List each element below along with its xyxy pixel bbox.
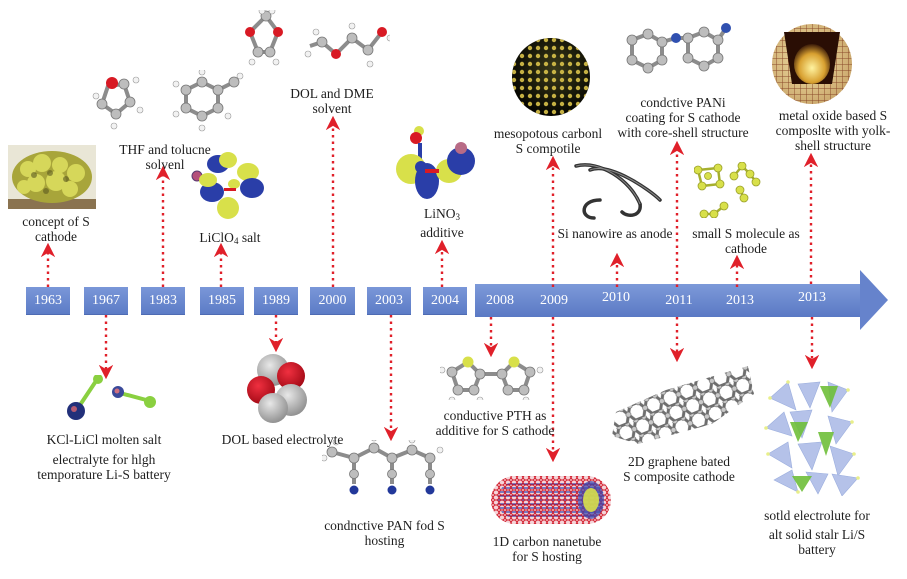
label-line: S composite cathode [623, 469, 735, 484]
label-line: condctive PANi [640, 95, 726, 110]
year-label-2008: 2008 [486, 293, 514, 308]
label-subscript: 4 [233, 236, 239, 246]
dol-dme-molecules-image [245, 10, 390, 68]
label-thf-toluene: THF and tolucne solvenl [100, 142, 230, 172]
kcl-licl-molecules-image [67, 375, 156, 420]
label-line: alt solid stalr Li/S [768, 527, 866, 542]
year-box-1985: 1985 [200, 287, 244, 315]
year-box-1983: 1983 [141, 287, 185, 315]
label-concept-s-cathode: concept of S cathode [6, 214, 106, 244]
timeline-band [475, 284, 863, 317]
label-line: metal oxide based S [778, 108, 888, 123]
label-carbon-nanotube: 1D carbon nanetube for S hosting [482, 534, 612, 564]
year-box-2003: 2003 [367, 287, 411, 315]
label-graphene: 2D graphene bated S composite cathode [604, 454, 754, 484]
label-liclo4-salt: LiClO4 salt [185, 230, 275, 249]
label-line: THF and tolucne [119, 142, 211, 157]
year-label-2009: 2009 [540, 293, 568, 308]
label-line: solvenl [145, 157, 185, 172]
label-line: KCl-LiCl molten salt [46, 432, 162, 447]
pth-bithiophene-image [440, 356, 544, 400]
pan-chain-image [322, 440, 444, 495]
label-solid-electrolyte: sotld electrolute for alt solid stalr Li… [742, 508, 892, 557]
label-line: conductive PTH as [443, 408, 547, 423]
label-dol-electrolyte: DOL based electrolyte [210, 432, 355, 447]
label-line: solvent [312, 101, 352, 116]
label-si-nanowire: Si nanowire as anode [545, 226, 685, 241]
label-text: LiNO [424, 206, 456, 221]
label-line: for S hosting [512, 549, 582, 564]
yolk-shell-sphere-image [772, 24, 852, 104]
label-line: sotld electrolute for [764, 508, 870, 523]
label-kcl-licl: KCl-LiCl molten salt electralyte for hlg… [24, 432, 184, 482]
label-line: temporature Li-S battery [37, 467, 171, 482]
label-line: coating for S cathode [625, 110, 741, 125]
label-line: mesopotous carbonl [493, 126, 603, 141]
label-pani-coating: condctive PANi coating for S cathode wit… [608, 95, 758, 140]
label-subscript: 3 [455, 212, 461, 222]
label-text: LiClO [199, 230, 234, 245]
label-line: hosting [364, 533, 405, 548]
label-mesoporous-carbon: mesopotous carbonl S compotile [478, 126, 618, 156]
si-nanowire-image [574, 163, 662, 220]
label-line: additive [420, 225, 464, 240]
label-line: concept of S [22, 214, 90, 229]
label-small-s-molecule: small S molecule as cathode [684, 226, 808, 256]
label-line: electralyte for hlgh [52, 452, 156, 467]
label-line: Si nanowire as anode [557, 226, 673, 241]
liclo4-orbitals-image [191, 152, 264, 219]
label-lino3-additive: LiNO3 additive [402, 206, 482, 240]
year-label-2013b: 2013 [798, 290, 826, 305]
year-label-2013a: 2013 [726, 293, 754, 308]
year-box-1967: 1967 [84, 287, 128, 315]
thf-toluene-molecules-image [92, 70, 244, 132]
label-dol-dme-solvent: DOL and DME solvent [272, 86, 392, 116]
sulfur-rock-image [8, 145, 96, 209]
label-line: cathode [725, 241, 767, 256]
label-line: additive for S cathode [435, 423, 555, 438]
label-line: 1D carbon nanetube [492, 534, 602, 549]
label-text: salt [238, 230, 261, 245]
label-line: composlte with yolk- [775, 123, 891, 138]
solid-electrolyte-crystal-image [764, 380, 860, 496]
label-line: condnctive PAN fod S [324, 518, 445, 533]
small-s-molecules-image [694, 162, 761, 218]
label-line: DOL based electrolyte [221, 432, 344, 447]
label-pan-hosting: condnctive PAN fod S hosting [312, 518, 457, 548]
label-line: battery [798, 542, 836, 557]
year-box-2000: 2000 [310, 287, 355, 315]
label-pth-additive: conductive PTH as additive for S cathode [420, 408, 570, 438]
mesoporous-carbon-sphere-image [512, 38, 590, 116]
pani-molecule-image [626, 23, 731, 74]
label-line: shell structure [794, 138, 872, 153]
label-line: cathode [35, 229, 77, 244]
lino3-orbitals-image [396, 126, 475, 199]
carbon-nanotube-image [491, 476, 611, 524]
year-label-2011: 2011 [665, 293, 693, 308]
label-line: small S molecule as [692, 226, 800, 241]
year-box-1963: 1963 [26, 287, 70, 315]
year-label-2010: 2010 [602, 290, 630, 305]
label-line: S compotile [515, 141, 581, 156]
label-line: DOL and DME [290, 86, 374, 101]
label-line: with core-shell structure [617, 125, 749, 140]
label-yolk-shell: metal oxide based S composlte with yolk-… [760, 108, 906, 153]
graphene-sheet-image [612, 366, 754, 444]
year-box-1989: 1989 [254, 287, 298, 315]
label-line: 2D graphene bated [628, 454, 730, 469]
timeline-arrowhead [860, 270, 888, 330]
dol-space-filling-image [247, 354, 307, 423]
year-box-2004: 2004 [423, 287, 467, 315]
